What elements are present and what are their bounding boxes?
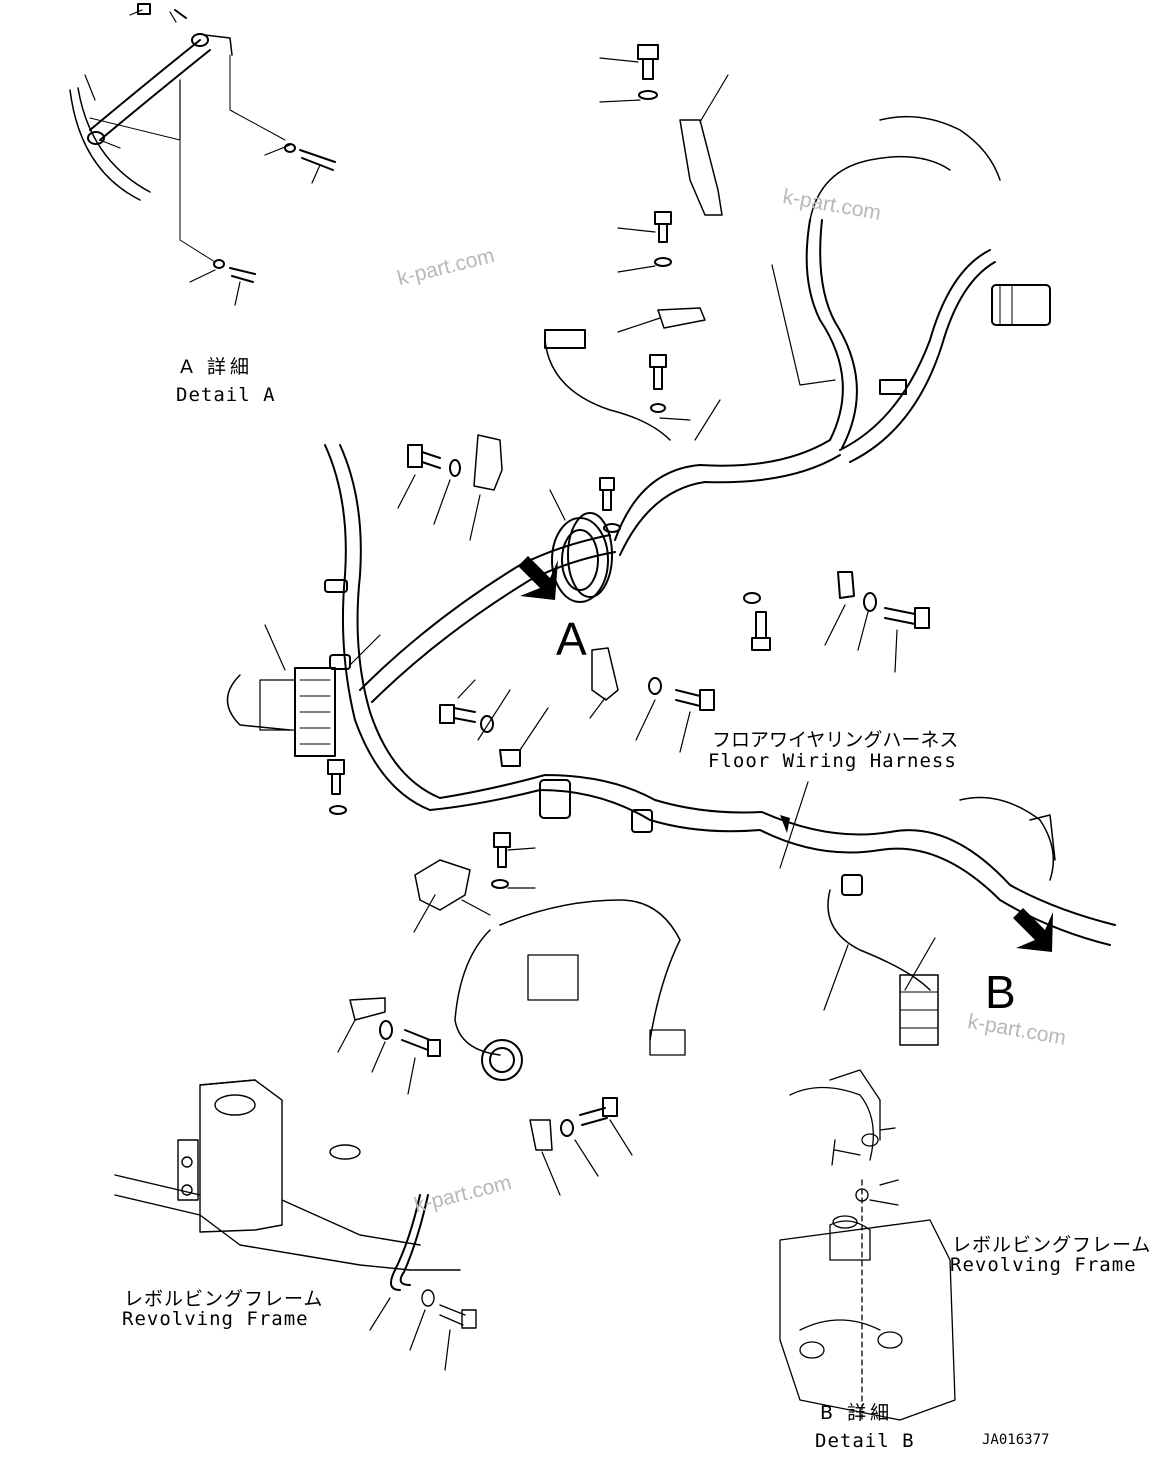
harness-pointer-arrow xyxy=(780,815,790,833)
leader-lines xyxy=(179,57,936,1371)
detail-a-title: Detail A xyxy=(176,384,276,406)
detail-a-view xyxy=(69,3,336,306)
detail-b-title-jp: B 詳細 xyxy=(820,1402,894,1424)
revolving-frame-left: Revolving Frame xyxy=(122,1308,309,1330)
revolving-frame-left-jp: レボルビングフレーム xyxy=(124,1288,324,1310)
view-b-arrow xyxy=(1013,908,1053,952)
view-a-arrow xyxy=(518,556,558,600)
view-a-label: A xyxy=(556,613,587,665)
view-b-label: B xyxy=(985,966,1016,1018)
harness-title: Floor Wiring Harness xyxy=(708,750,957,772)
revolving-frame-right-jp: レボルビングフレーム xyxy=(952,1234,1152,1256)
revolving-frame-left xyxy=(114,1079,477,1329)
detail-b-title: Detail B xyxy=(815,1430,915,1452)
hardware-fasteners xyxy=(327,44,930,1151)
view-arrows xyxy=(518,556,1053,952)
detail-a-title-jp: A 詳細 xyxy=(180,356,254,378)
revolving-frame-right: Revolving Frame xyxy=(950,1254,1137,1276)
drawing-code: JA016377 xyxy=(982,1432,1050,1448)
harness-title-jp: フロアワイヤリングハーネス xyxy=(712,729,959,751)
floor-wiring-harness xyxy=(226,115,1116,1081)
detail-b-view xyxy=(779,1069,956,1421)
